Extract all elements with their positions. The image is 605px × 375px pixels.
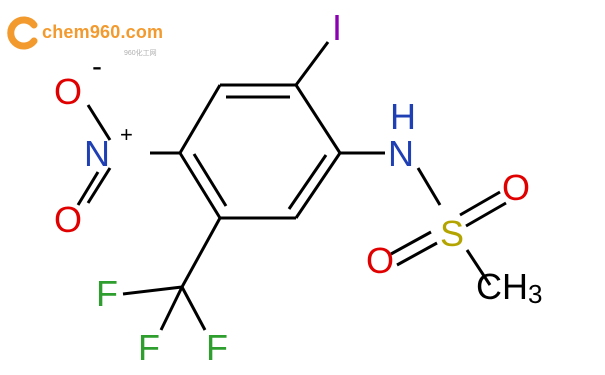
c-i-bond (294, 41, 330, 86)
c-f-bond (159, 286, 184, 331)
logo-brand-text: chem960.com (42, 22, 164, 42)
s-o-double-bond (465, 201, 507, 228)
nitro-n-o-bond (86, 104, 112, 141)
methyl-subscript: 3 (528, 279, 542, 309)
s-o-double-bond (390, 230, 432, 256)
s-ch3-bond (465, 249, 492, 286)
methyl-label: CH (476, 266, 528, 307)
ring-bond (294, 152, 342, 219)
n-s-bond (416, 167, 442, 206)
logo-subtitle: 960化工网 (124, 50, 157, 57)
ring-bond (178, 152, 222, 219)
atom-nitro-oxygen-top: O (54, 71, 82, 112)
nitro-plus-charge: + (120, 122, 133, 147)
benzene-ring (178, 83, 342, 220)
s-o-double-bond (396, 241, 438, 267)
ring-bond (294, 84, 342, 154)
nitro-n-o-double-bond (76, 171, 100, 206)
atom-oxygen-sulfonyl-left: O (366, 240, 394, 281)
c-f-bond (122, 285, 183, 296)
ring-double-bond (287, 154, 328, 210)
atom-sulfur: S (440, 213, 464, 254)
nitro-n-o-double-bond (86, 167, 112, 204)
c-f-bond (180, 286, 207, 331)
s-o-double-bond (459, 190, 501, 217)
atom-iodine: I (332, 7, 342, 48)
atom-fluorine-left: F (96, 273, 118, 314)
atom-fluorine-bottom-right: F (206, 327, 228, 368)
chem960-logo[interactable]: chem960.com 960化工网 (6, 14, 166, 57)
nitro-minus-charge: - (92, 50, 102, 83)
atom-nitro-oxygen-bottom: O (54, 199, 82, 240)
ring-double-bond (192, 153, 228, 207)
logo-c-icon (7, 16, 38, 50)
atom-nitro-nitrogen: N (84, 133, 110, 174)
ring-bond (178, 84, 222, 154)
atom-hydrogen: H (390, 96, 416, 137)
atom-fluorine-bottom-left: F (138, 327, 160, 368)
c-cf3-bond (180, 217, 222, 288)
atom-methyl: CH3 (476, 266, 542, 309)
atom-oxygen-sulfonyl-right: O (502, 167, 530, 208)
atom-nitrogen-amine: N (388, 133, 414, 174)
